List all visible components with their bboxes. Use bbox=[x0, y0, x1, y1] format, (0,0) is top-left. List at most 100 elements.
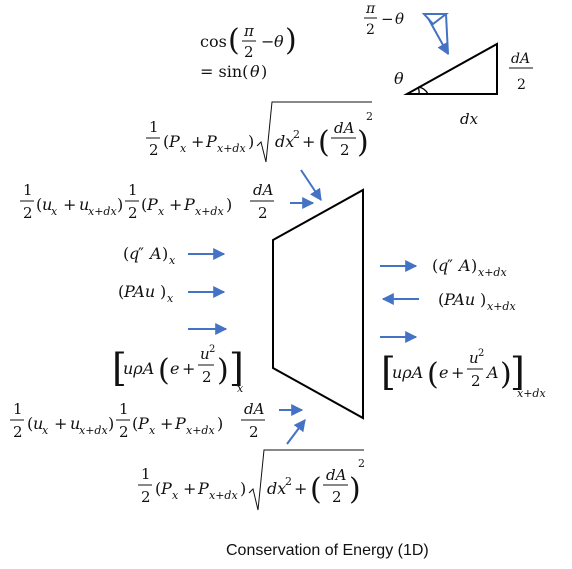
svg-text:P: P bbox=[197, 479, 209, 498]
svg-text:x: x bbox=[169, 254, 176, 267]
svg-text:e: e bbox=[439, 363, 448, 382]
svg-text:2: 2 bbox=[358, 457, 365, 470]
svg-text:dx: dx bbox=[275, 132, 294, 151]
svg-text:−: − bbox=[261, 32, 274, 51]
svg-text:x: x bbox=[149, 424, 156, 437]
svg-text:): ) bbox=[217, 353, 229, 388]
svg-text:u: u bbox=[42, 195, 52, 214]
svg-text:(: ( bbox=[318, 125, 330, 160]
svg-text:x: x bbox=[172, 489, 179, 502]
pressure-top-arrow bbox=[300, 169, 322, 201]
svg-text:2: 2 bbox=[258, 204, 268, 222]
svg-text:+: + bbox=[63, 195, 76, 214]
svg-text:(: ( bbox=[163, 132, 169, 151]
svg-text:u: u bbox=[79, 195, 89, 214]
heat-out-term: ( q ″ A ) x+dx bbox=[432, 256, 507, 279]
svg-text:2: 2 bbox=[340, 141, 350, 159]
svg-text:): ) bbox=[240, 479, 246, 498]
svg-text:2: 2 bbox=[285, 475, 292, 488]
svg-text:(: ( bbox=[427, 357, 439, 392]
svg-text:dA: dA bbox=[511, 51, 530, 67]
svg-text:1: 1 bbox=[128, 181, 138, 199]
svg-text:P: P bbox=[174, 414, 186, 433]
svg-text:2: 2 bbox=[141, 488, 151, 506]
svg-text:): ) bbox=[117, 195, 123, 214]
svg-text:): ) bbox=[160, 282, 166, 301]
svg-text:P: P bbox=[160, 479, 172, 498]
svg-text:1: 1 bbox=[13, 400, 23, 418]
svg-text:dx: dx bbox=[267, 479, 286, 498]
svg-text:dA: dA bbox=[326, 466, 347, 484]
svg-text:x+dx: x+dx bbox=[487, 300, 516, 313]
svg-text:[: [ bbox=[112, 346, 127, 390]
svg-text:+: + bbox=[302, 132, 315, 151]
svg-text:2: 2 bbox=[249, 423, 259, 441]
svg-text:u: u bbox=[33, 414, 43, 433]
svg-text:]: ] bbox=[510, 350, 525, 394]
svg-text:+: + bbox=[169, 195, 182, 214]
svg-text:): ) bbox=[108, 414, 114, 433]
svg-text:cos: cos bbox=[200, 32, 227, 51]
svg-text:x+dx: x+dx bbox=[209, 489, 238, 502]
svg-text:2: 2 bbox=[366, 110, 373, 123]
svg-text:x: x bbox=[167, 292, 174, 305]
svg-text:+: + bbox=[451, 363, 464, 382]
svg-text:(: ( bbox=[438, 290, 444, 309]
svg-text:x+dx: x+dx bbox=[195, 205, 224, 218]
svg-text:q: q bbox=[129, 244, 139, 263]
svg-text:(: ( bbox=[132, 414, 138, 433]
svg-text:x: x bbox=[51, 205, 58, 218]
svg-text:2: 2 bbox=[149, 141, 159, 159]
svg-text:): ) bbox=[349, 472, 361, 507]
svg-text:x+dx: x+dx bbox=[79, 424, 108, 437]
svg-text:θ: θ bbox=[395, 10, 404, 28]
svg-text:): ) bbox=[248, 132, 254, 151]
svg-text:): ) bbox=[162, 244, 168, 263]
svg-text:A: A bbox=[485, 363, 499, 382]
svg-text:): ) bbox=[261, 62, 267, 81]
svg-text:θ: θ bbox=[250, 62, 260, 81]
svg-text:1: 1 bbox=[141, 465, 151, 483]
svg-text:): ) bbox=[500, 357, 512, 392]
pressure-bottom-arrow bbox=[286, 419, 306, 445]
svg-text:PAu: PAu bbox=[443, 290, 475, 309]
svg-text:−: − bbox=[381, 10, 394, 28]
svg-text:2: 2 bbox=[366, 22, 375, 38]
svg-text:2: 2 bbox=[119, 423, 129, 441]
svg-text:x+dx: x+dx bbox=[478, 266, 507, 279]
svg-text:+: + bbox=[54, 414, 67, 433]
svg-text:(: ( bbox=[123, 244, 129, 263]
svg-text:u: u bbox=[70, 414, 80, 433]
svg-text:(: ( bbox=[36, 195, 42, 214]
svg-text:″: ″ bbox=[447, 256, 453, 275]
pau-in-term: ( PAu ) x bbox=[118, 282, 174, 305]
svg-text:A: A bbox=[148, 244, 162, 263]
svg-text:x+dx: x+dx bbox=[217, 142, 246, 155]
svg-text:): ) bbox=[480, 290, 486, 309]
svg-text:2: 2 bbox=[244, 43, 254, 61]
svg-text:2: 2 bbox=[13, 423, 23, 441]
svg-text:P: P bbox=[183, 195, 195, 214]
svg-text:[: [ bbox=[381, 350, 396, 394]
svg-text:2: 2 bbox=[23, 204, 33, 222]
cos-identity: cos ( π 2 − θ ) = sin( θ ) bbox=[200, 22, 297, 81]
svg-text:e: e bbox=[170, 359, 179, 378]
svg-text:π: π bbox=[365, 1, 376, 17]
svg-text:π: π bbox=[243, 22, 255, 40]
svg-text:P: P bbox=[168, 132, 180, 151]
svg-text:(: ( bbox=[228, 23, 240, 58]
svg-text:dA: dA bbox=[253, 181, 274, 199]
energy-in-term: [ uρA ( e + u 2 2 ) ] x bbox=[112, 344, 244, 395]
svg-text:= sin(: = sin( bbox=[200, 62, 248, 81]
svg-text:+: + bbox=[182, 359, 195, 378]
svg-text:2: 2 bbox=[478, 348, 484, 359]
svg-text:2: 2 bbox=[128, 204, 138, 222]
svg-text:+: + bbox=[183, 479, 196, 498]
svg-text:): ) bbox=[226, 195, 232, 214]
svg-text:P: P bbox=[205, 132, 217, 151]
svg-text:): ) bbox=[471, 256, 477, 275]
svg-text:PAu: PAu bbox=[123, 282, 155, 301]
svg-text:x: x bbox=[158, 205, 165, 218]
pau-out-term: ( PAu ) x+dx bbox=[438, 290, 516, 313]
